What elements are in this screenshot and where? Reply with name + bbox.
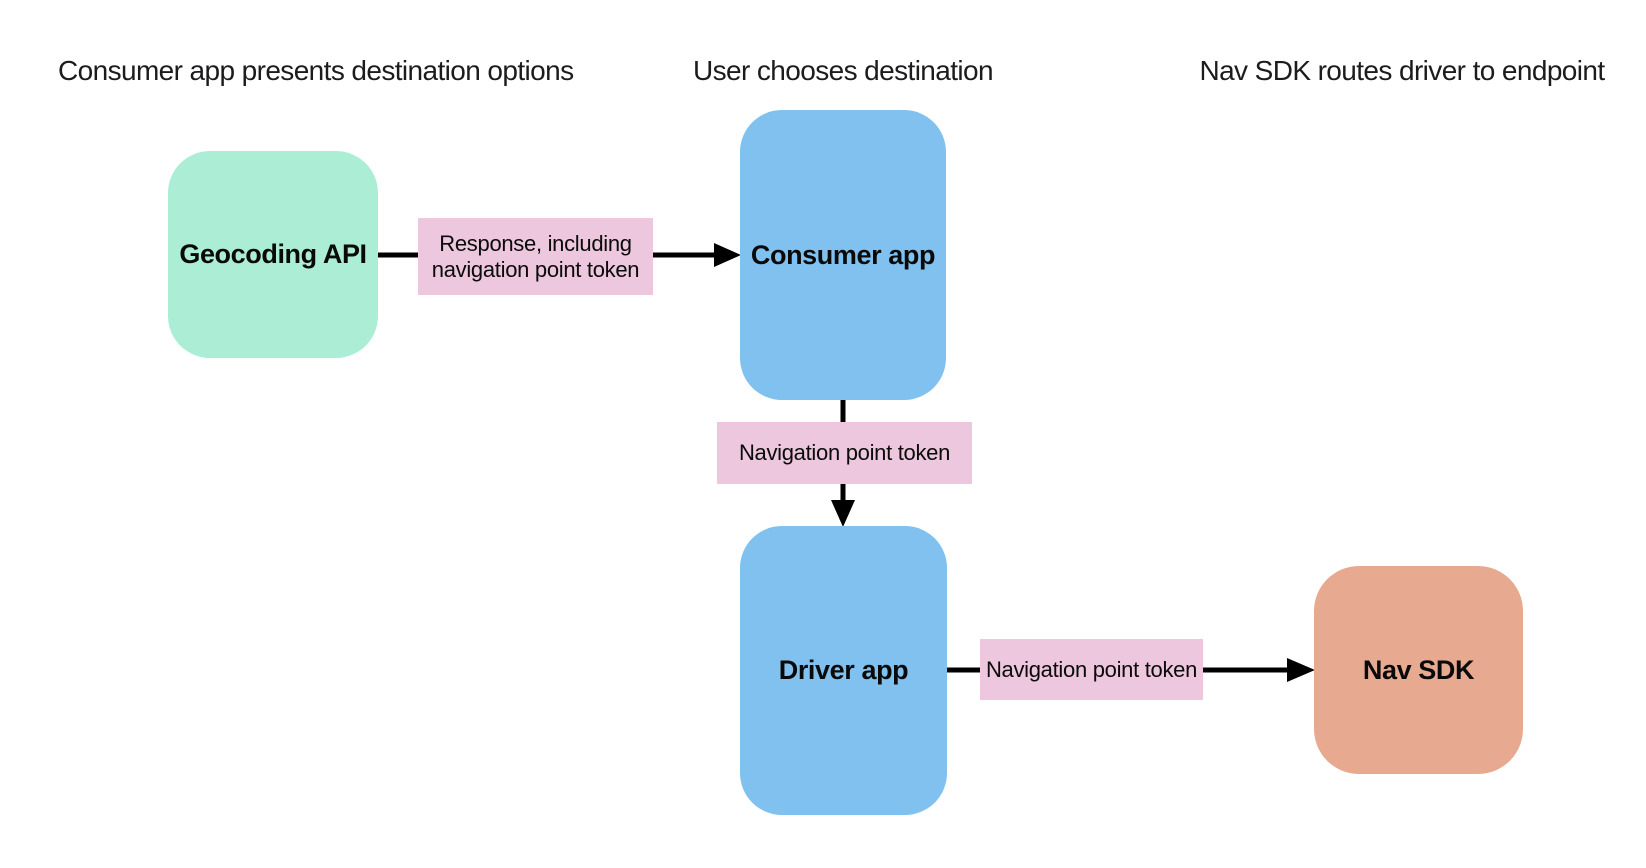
node-driver-app-label: Driver app [778,655,909,685]
arrow-geocoding-to-consumer [378,243,741,267]
node-geocoding-api-label: Geocoding API [179,239,367,269]
stage-header-consumer-presents: Consumer app presents destination option… [58,55,574,86]
stage-header-navsdk-routes: Nav SDK routes driver to endpoint [1199,55,1605,86]
node-consumer-app: Consumer app [740,110,946,400]
node-nav-sdk-label: Nav SDK [1362,654,1475,685]
node-nav-sdk: Nav SDK [1314,566,1523,774]
arrow-consumer-to-driver [831,400,855,527]
edge-label-navigation-point-token-2: Navigation point token [980,639,1203,700]
node-consumer-app-label: Consumer app [750,239,936,270]
edge-label-response-including-token: Response, including navigation point tok… [418,218,653,295]
node-geocoding-api: Geocoding API [168,151,378,358]
arrow-driver-to-navsdk [947,658,1315,682]
node-driver-app: Driver app [740,526,947,815]
edge-label-navigation-point-token-1: Navigation point token [717,422,972,484]
stage-header-user-chooses: User chooses destination [693,55,994,86]
